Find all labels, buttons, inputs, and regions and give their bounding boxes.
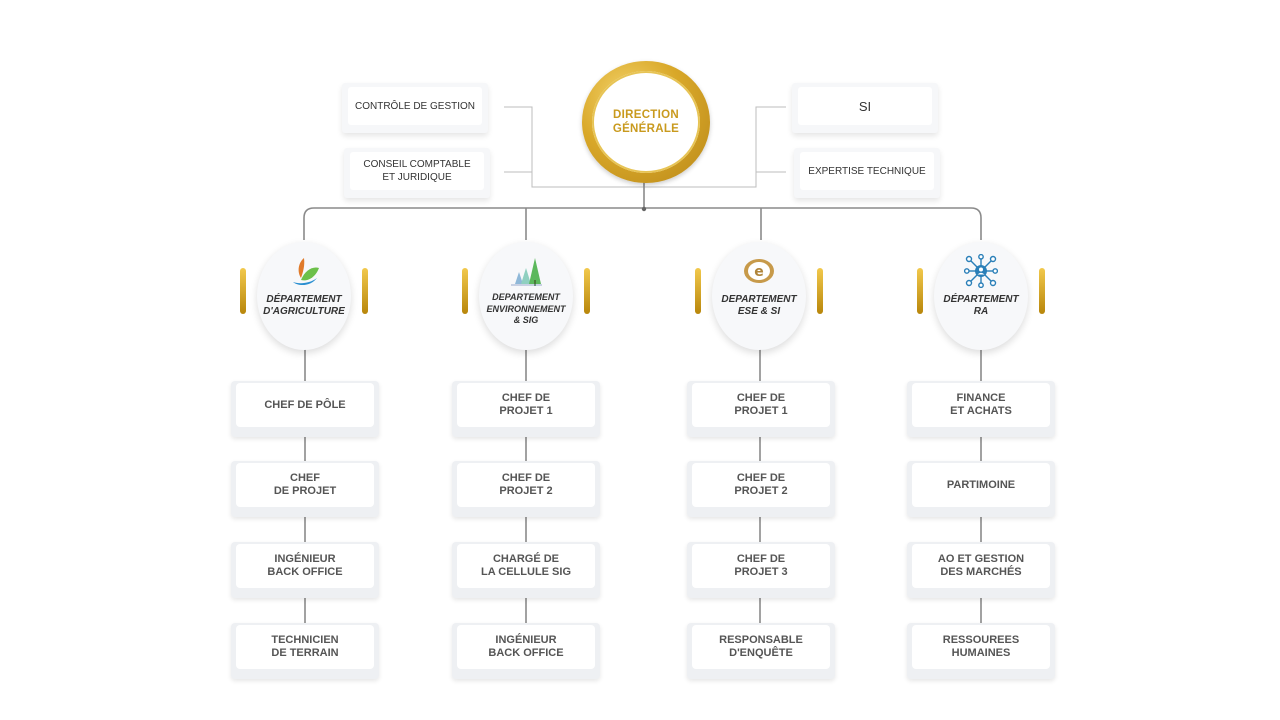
department-environnement-label: DEPARTEMENT ENVIRONNEMENT & SIG (486, 292, 566, 325)
agriculture-leaf-icon (293, 258, 319, 286)
department-ese-si-node: e DEPARTEMENT ESE & SI (695, 242, 823, 354)
conseil-comptable-label: CONSEIL COMPTABLE ET JURIDIQUE (350, 152, 484, 190)
controle-de-gestion-label: CONTRÔLE DE GESTION (348, 87, 482, 125)
role-label: RESPONSABLE D'ENQUÊTE (692, 625, 830, 669)
role-card: PARTIMOINE (907, 461, 1055, 517)
role-card: CHEF DE PROJET 2 (452, 461, 600, 517)
role-label: CHEF DE PROJET 2 (692, 463, 830, 507)
department-circle (479, 242, 573, 350)
gold-bracket-left (462, 268, 468, 314)
role-label: CHARGÉ DE LA CELLULE SIG (457, 544, 595, 588)
role-card: CHEF DE PROJET (231, 461, 379, 517)
department-ra-node: DÉPARTEMENT RA (917, 242, 1045, 354)
role-label: INGÉNIEUR BACK OFFICE (236, 544, 374, 588)
role-card: CHEF DE PÔLE (231, 381, 379, 437)
department-ra-label: DÉPARTEMENT RA (943, 294, 1019, 317)
gold-bracket-right (584, 268, 590, 314)
direction-generale-label: DIRECTION GÉNÉRALE (612, 109, 680, 135)
role-label: PARTIMOINE (912, 463, 1050, 507)
si-label: SI (798, 87, 932, 125)
role-label: CHEF DE PROJET 1 (692, 383, 830, 427)
ese-logo-icon: e (744, 259, 774, 283)
role-label: CHEF DE PROJET 1 (457, 383, 595, 427)
si-box: SI (792, 83, 938, 133)
role-card: RESPONSABLE D'ENQUÊTE (687, 623, 835, 679)
expertise-technique-label: EXPERTISE TECHNIQUE (800, 152, 934, 190)
role-label: CHEF DE PROJET (236, 463, 374, 507)
role-card: CHEF DE PROJET 3 (687, 542, 835, 598)
department-agriculture-node: DÉPARTEMENT D'AGRICULTURE (240, 242, 368, 354)
role-card: INGÉNIEUR BACK OFFICE (231, 542, 379, 598)
direction-generale-node: DIRECTION GÉNÉRALE (582, 61, 710, 183)
role-label: CHEF DE PROJET 3 (692, 544, 830, 588)
role-card: RESSOUREES HUMAINES (907, 623, 1055, 679)
forest-trees-icon (511, 258, 542, 286)
role-label: AO ET GESTION DES MARCHÉS (912, 544, 1050, 588)
controle-de-gestion-box: CONTRÔLE DE GESTION (342, 83, 488, 133)
role-card: INGÉNIEUR BACK OFFICE (452, 623, 600, 679)
gold-bracket-right (362, 268, 368, 314)
gold-bracket-left (695, 268, 701, 314)
expertise-technique-box: EXPERTISE TECHNIQUE (794, 148, 940, 198)
role-card: CHEF DE PROJET 2 (687, 461, 835, 517)
role-label: CHEF DE PROJET 2 (457, 463, 595, 507)
role-label: CHEF DE PÔLE (236, 383, 374, 427)
svg-text:e: e (754, 264, 764, 280)
role-label: TECHNICIEN DE TERRAIN (236, 625, 374, 669)
gold-bracket-right (1039, 268, 1045, 314)
role-card: CHEF DE PROJET 1 (687, 381, 835, 437)
conseil-comptable-box: CONSEIL COMPTABLE ET JURIDIQUE (344, 148, 490, 198)
gold-bracket-left (240, 268, 246, 314)
role-label: FINANCE ET ACHATS (912, 383, 1050, 427)
role-card: TECHNICIEN DE TERRAIN (231, 623, 379, 679)
role-card: CHARGÉ DE LA CELLULE SIG (452, 542, 600, 598)
role-label: RESSOUREES HUMAINES (912, 625, 1050, 669)
department-ese-si-label: DEPARTEMENT ESE & SI (721, 294, 797, 317)
network-people-icon (964, 254, 998, 288)
gold-bracket-left (917, 268, 923, 314)
department-environnement-node: DEPARTEMENT ENVIRONNEMENT & SIG (462, 242, 590, 354)
department-agriculture-label: DÉPARTEMENT D'AGRICULTURE (263, 294, 345, 317)
direction-ring (592, 71, 700, 173)
role-card: FINANCE ET ACHATS (907, 381, 1055, 437)
role-card: AO ET GESTION DES MARCHÉS (907, 542, 1055, 598)
role-label: INGÉNIEUR BACK OFFICE (457, 625, 595, 669)
role-card: CHEF DE PROJET 1 (452, 381, 600, 437)
gold-bracket-right (817, 268, 823, 314)
